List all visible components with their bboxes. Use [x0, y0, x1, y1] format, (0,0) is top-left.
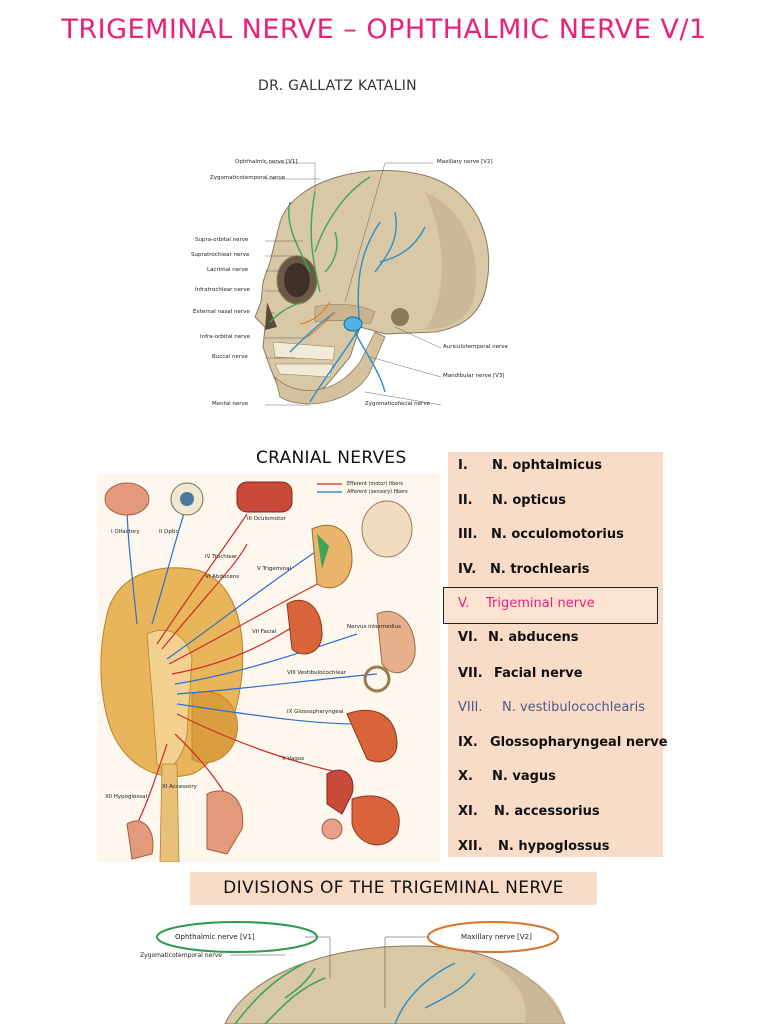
list-item-name: Glossopharyngeal nerve	[490, 735, 668, 750]
list-item: VI. N. abducens	[458, 630, 579, 645]
label-olfactory: I Olfactory	[111, 529, 140, 535]
label-zygomaticofacial-nerve: Zygomaticofacial nerve	[365, 401, 430, 407]
label-ophthalmic-nerve: Ophthalmic nerve [V1]	[235, 159, 298, 165]
list-item-number: III.	[458, 527, 478, 542]
list-item: VII. Facial nerve	[458, 666, 583, 681]
list-item-name: N. abducens	[488, 630, 579, 645]
label-maxillary-v2: Maxillary nerve [V2]	[461, 933, 532, 941]
label-auriculotemporal-nerve: Auriculotemporal nerve	[443, 344, 508, 350]
label-lacrimal-nerve: Lacrimal nerve	[207, 267, 249, 273]
label-mental-nerve: Mental nerve	[212, 401, 249, 407]
cranial-nerves-list-panel	[448, 452, 663, 857]
list-item-name: N. vagus	[492, 769, 556, 784]
skull-top-drawing	[156, 921, 566, 1024]
label-zygomaticotemporal-nerve: Zygomaticotemporal nerve	[210, 175, 286, 181]
label-accessory: XI Accessory	[162, 784, 197, 790]
author-name: DR. GALLATZ KATALIN	[258, 78, 417, 94]
page-title: TRIGEMINAL NERVE – OPHTHALMIC NERVE V/1	[61, 14, 707, 45]
list-item-name: N. vestibulocochlearis	[502, 700, 646, 715]
list-item-number: IX.	[458, 735, 478, 750]
list-item-name: Trigeminal nerve	[486, 596, 595, 611]
label-infratrochlear-nerve: Infratrochlear nerve	[195, 287, 250, 293]
legend-efferent: Efferent (motor) fibers	[347, 481, 403, 487]
list-item-number: XI.	[458, 804, 478, 819]
list-item-number: I.	[458, 458, 468, 473]
list-item-name: N. ophtalmicus	[492, 458, 602, 473]
list-item: IX. Glossopharyngeal nerve	[458, 735, 668, 750]
label-external-nasal-nerve: External nasal nerve	[193, 309, 250, 315]
list-item-number: X.	[458, 769, 473, 784]
label-facial: VII Facial	[252, 629, 277, 635]
label-infra-orbital-nerve: Infra-orbital nerve	[200, 334, 250, 340]
cranial-nerves-heading: CRANIAL NERVES	[256, 448, 407, 468]
label-vestibulocochlear: VIII Vestibulocochlear	[287, 670, 346, 676]
list-item-name: N. occulomotorius	[491, 527, 624, 542]
list-item-name: N. opticus	[492, 493, 566, 508]
list-item-number: II.	[458, 493, 473, 508]
list-item-number: VII.	[458, 666, 483, 681]
list-item: II. N. opticus	[458, 493, 566, 508]
label-vagus: X Vagus	[282, 756, 305, 762]
list-item-name: N. trochlearis	[490, 562, 590, 577]
list-item-number: IV.	[458, 562, 477, 577]
label-supra-orbital-nerve: Supra-orbital nerve	[195, 237, 249, 243]
list-item: XI. N. accessorius	[458, 804, 600, 819]
label-zygomaticotemporal: Zygomaticotemporal nerve	[140, 952, 222, 959]
list-item-viii: VIII. N. vestibulocochlearis	[458, 700, 645, 715]
list-item: XII. N. hypoglossus	[458, 839, 609, 854]
list-item: III. N. occulomotorius	[458, 527, 624, 542]
cranial-nerves-illustration: Efferent (motor) fibers Afferent (sensor…	[97, 474, 440, 863]
list-item: X. N. vagus	[458, 769, 556, 784]
list-item-name: Facial nerve	[494, 666, 583, 681]
label-trigeminal: V Trigeminal	[257, 566, 291, 572]
brainstem-drawing	[100, 481, 416, 863]
label-supratrochlear-nerve: Supratrochlear nerve	[191, 252, 250, 258]
skull-drawing	[254, 162, 490, 406]
highlight-box-trigeminal	[443, 587, 658, 624]
label-ophthalmic-v1: Ophthalmic nerve [V1]	[175, 933, 255, 941]
label-maxillary-nerve: Maxillary nerve [V2]	[437, 159, 493, 165]
legend-afferent: Afferent (sensory) fibers	[347, 489, 408, 495]
label-abducens: VI Abducens	[205, 574, 240, 580]
list-item-name: N. accessorius	[494, 804, 600, 819]
list-item-number: XII.	[458, 839, 483, 854]
label-mandibular-nerve: Mandibular nerve [V3]	[443, 373, 505, 379]
list-item-highlighted: V. Trigeminal nerve	[458, 596, 595, 611]
list-item: I. N. ophtalmicus	[458, 458, 602, 473]
label-hypoglossal: XII Hypoglossal	[105, 794, 148, 800]
list-item-number: V.	[458, 596, 470, 611]
label-optic: II Optic	[159, 529, 179, 535]
list-item-name: N. hypoglossus	[498, 839, 610, 854]
label-oculomotor: III Oculomotor	[247, 516, 286, 522]
label-nervus-intermedius: Nervus intermedius	[347, 624, 401, 630]
label-buccal-nerve: Buccal nerve	[212, 354, 248, 360]
divisions-heading: DIVISIONS OF THE TRIGEMINAL NERVE	[190, 872, 597, 905]
label-trochlear: IV Trochlear	[205, 554, 238, 560]
label-glossopharyngeal: IX Glossopharyngeal	[287, 709, 344, 715]
skull-nerve-illustration: Ophthalmic nerve [V1] Zygomaticotemporal…	[185, 152, 515, 414]
list-item: IV. N. trochlearis	[458, 562, 590, 577]
trigeminal-divisions-illustration: Ophthalmic nerve [V1] Zygomaticotemporal…	[125, 918, 595, 1024]
list-item-number: VIII.	[458, 700, 483, 715]
list-item-number: VI.	[458, 630, 478, 645]
